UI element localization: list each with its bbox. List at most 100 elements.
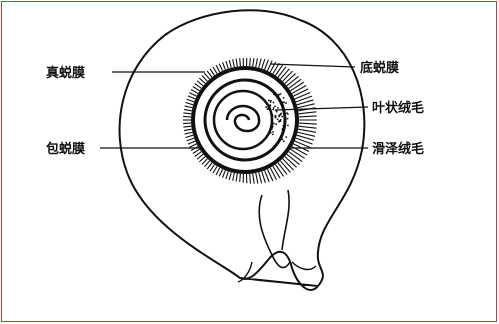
stipple-dot <box>277 118 279 120</box>
villus-line <box>185 132 193 134</box>
villus-line <box>280 161 290 173</box>
stipple-dot <box>287 113 289 115</box>
stipple-dot <box>285 136 287 138</box>
stipple-dot <box>283 140 285 142</box>
label-capsular-decidua: 包蜕膜 <box>46 141 85 157</box>
stipple-dot <box>270 132 272 134</box>
villus-line <box>259 172 262 183</box>
villus-line <box>233 59 235 67</box>
stipple-dot <box>273 123 275 125</box>
villus-line <box>259 59 261 68</box>
villus-line <box>285 157 297 168</box>
villus-line <box>253 58 254 66</box>
villus-line <box>289 79 302 88</box>
villus-line <box>187 138 195 141</box>
villus-line <box>299 112 317 114</box>
villus-line <box>256 58 258 67</box>
stipple-dot <box>265 106 267 108</box>
villus-line <box>278 67 286 78</box>
villus-line <box>188 96 195 99</box>
stipple-dot <box>278 116 280 118</box>
villus-line <box>195 84 201 89</box>
stipple-dot <box>281 138 283 140</box>
villus-line <box>219 64 222 71</box>
villus-line <box>193 86 200 90</box>
villus-line <box>293 89 308 96</box>
stipple-dot <box>287 125 289 127</box>
villus-line <box>210 165 215 172</box>
villus-line <box>285 74 296 84</box>
villus-line <box>299 123 317 124</box>
villus-line <box>256 173 258 184</box>
villus-line <box>287 154 300 164</box>
villus-line <box>207 163 212 169</box>
stipple-dot <box>285 102 287 104</box>
stipple-dot <box>266 103 268 105</box>
villus-line <box>299 126 317 128</box>
villus-line <box>298 129 316 132</box>
uterine-cavity-line <box>259 190 290 268</box>
villus-line <box>250 174 251 184</box>
villus-line <box>213 67 217 74</box>
label-basal-decidua: 底蜕膜 <box>360 60 399 76</box>
stipple-dot <box>272 133 274 135</box>
stipple-dot <box>271 126 273 128</box>
stipple-dot <box>287 118 289 120</box>
villus-line <box>213 166 217 173</box>
villus-line <box>183 126 191 127</box>
stipple-dot <box>282 104 284 106</box>
label-true-decidua: 真蜕膜 <box>46 65 85 81</box>
villus-line <box>193 149 200 153</box>
villus-line <box>226 171 228 179</box>
villus-line <box>283 71 293 81</box>
stipple-dot <box>271 128 273 130</box>
leader-chorion-frondosum <box>275 107 368 110</box>
villus-line <box>298 104 315 108</box>
villus-line <box>195 152 201 157</box>
villus-line <box>287 76 299 86</box>
stipple-dot <box>280 93 282 95</box>
stipple-dot <box>272 121 274 123</box>
villus-line <box>275 65 282 76</box>
villus-line <box>253 173 254 183</box>
stipple-dot <box>278 97 280 99</box>
stipple-dot <box>283 97 285 99</box>
stipple-dot <box>282 102 284 104</box>
stipple-dot <box>272 109 274 111</box>
villus-line <box>191 90 198 94</box>
villus-line <box>280 69 289 79</box>
villus-line <box>283 159 294 170</box>
villus-line <box>233 173 235 181</box>
villus-line <box>189 93 196 97</box>
villus-line <box>189 144 196 148</box>
villus-line <box>273 166 280 178</box>
villus-line <box>278 163 287 175</box>
villus-line <box>223 62 226 69</box>
stipple-dot <box>277 107 279 109</box>
stipple-dot <box>270 105 272 107</box>
villus-line <box>219 169 222 176</box>
embryo-spiral <box>227 106 259 131</box>
villus-line <box>295 141 311 148</box>
stipple-dot <box>272 125 274 127</box>
villus-line <box>185 106 193 108</box>
villus-line <box>262 59 265 69</box>
villus-line <box>223 170 226 177</box>
stipple-dot <box>283 126 285 128</box>
villus-line <box>186 135 194 137</box>
villus-line <box>240 174 241 182</box>
villus-line <box>250 58 251 66</box>
villus-line <box>183 113 191 114</box>
stipple-dot <box>273 102 275 104</box>
stipple-dot <box>273 93 275 95</box>
villus-line <box>188 141 195 144</box>
label-chorion-laeve: 滑泽绒毛 <box>372 141 424 157</box>
stipple-dot <box>273 107 275 109</box>
villus-line <box>229 60 231 68</box>
villus-line <box>184 129 192 130</box>
villus-line <box>187 99 195 102</box>
villus-line <box>299 116 317 117</box>
villus-line <box>236 59 237 67</box>
villus-line <box>275 165 283 177</box>
